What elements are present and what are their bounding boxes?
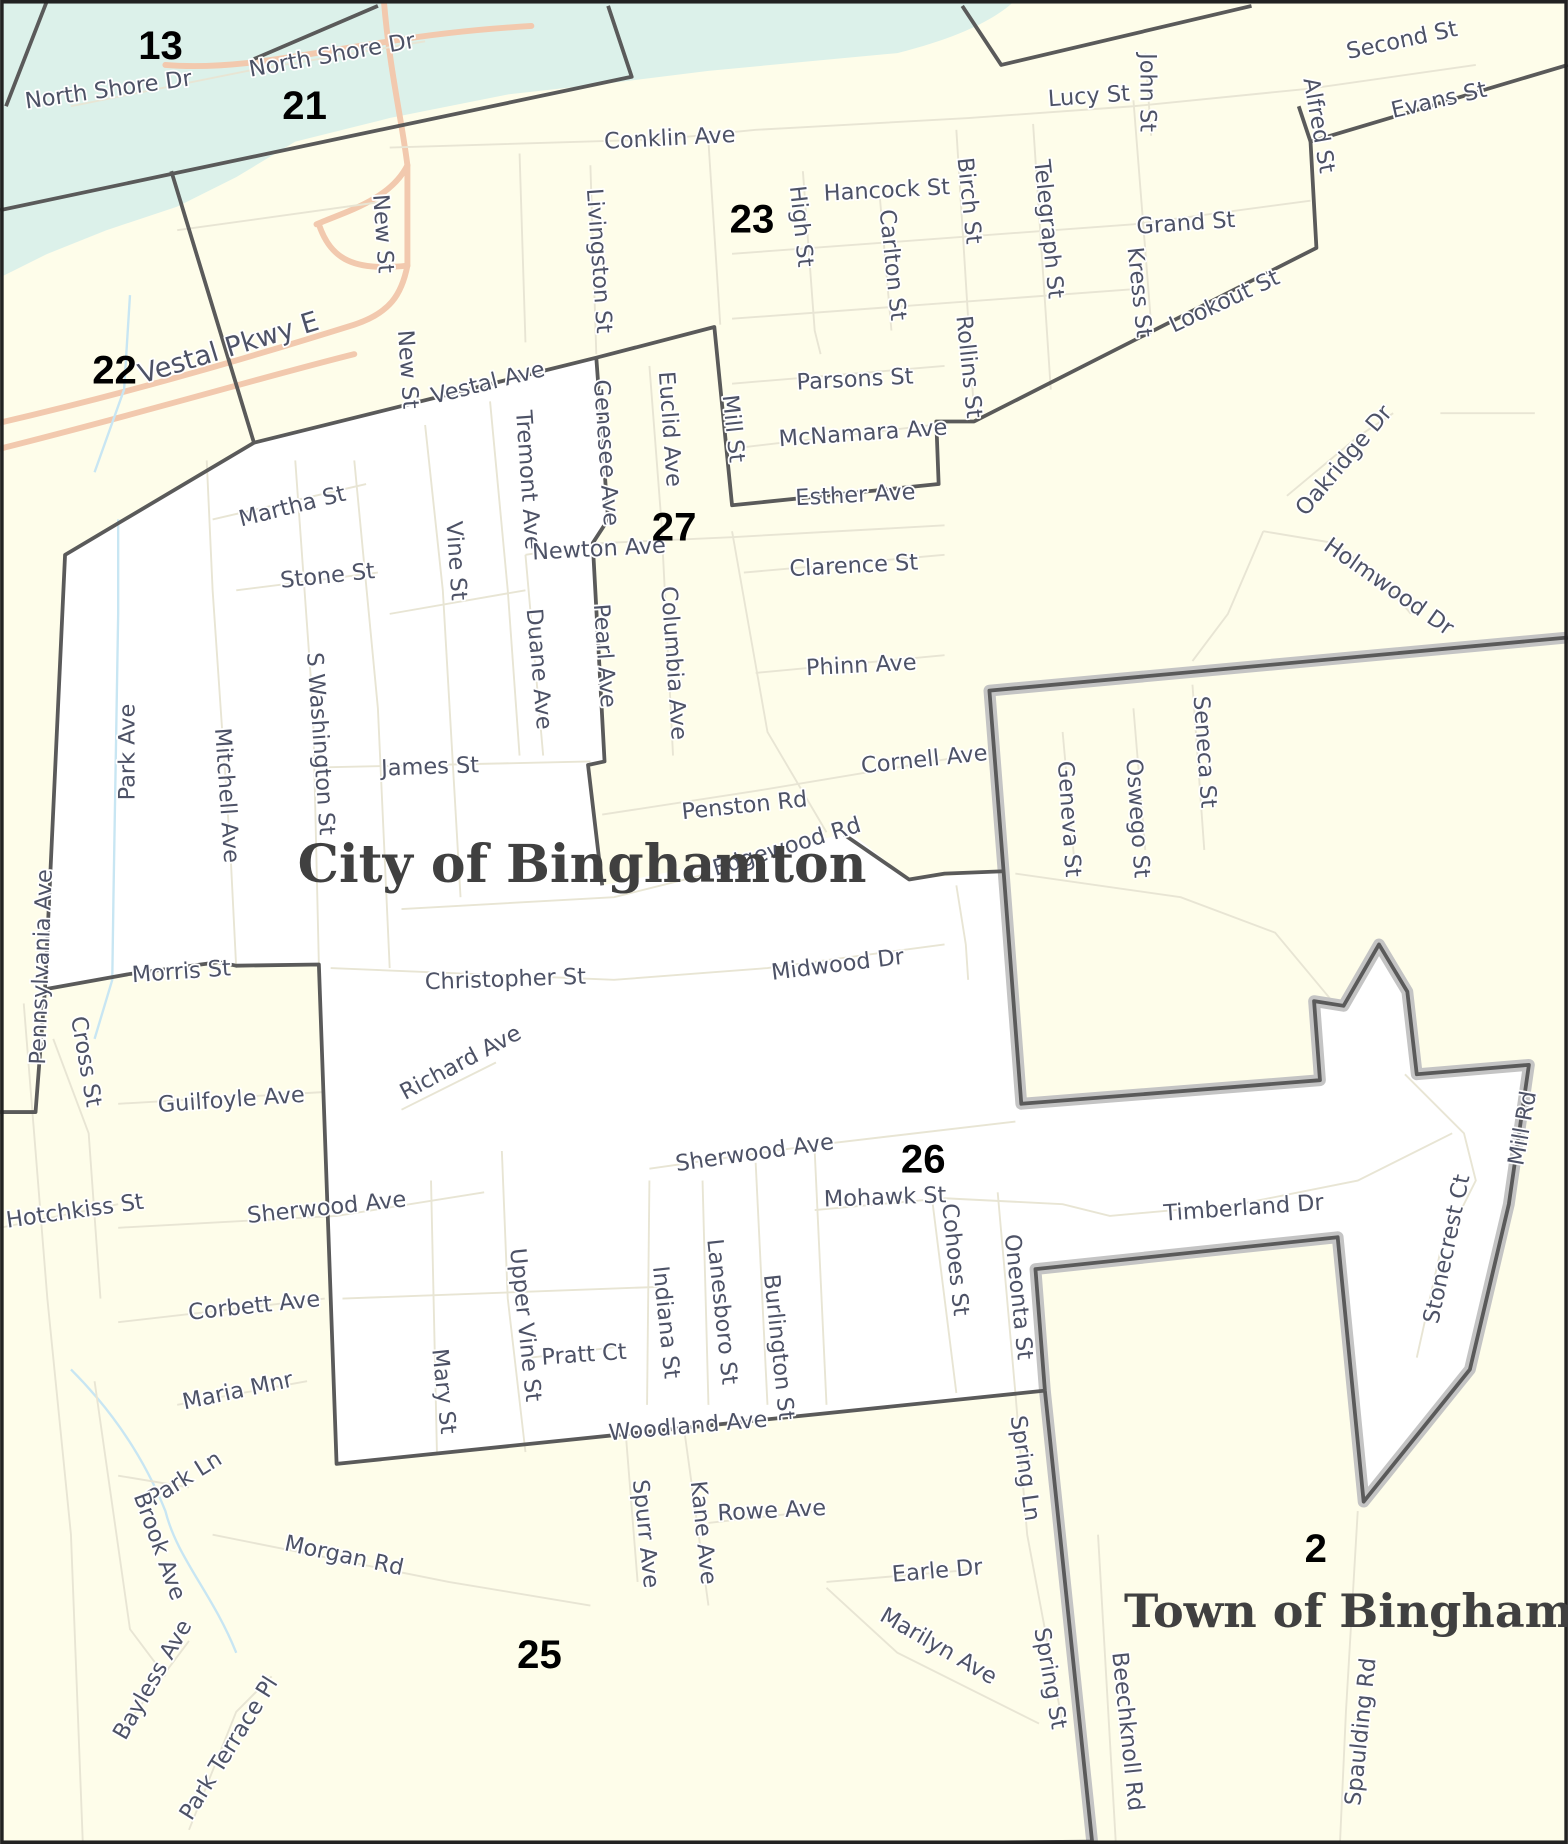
street-label: Parsons St [796,363,914,395]
district-number-label: 25 [517,1632,562,1677]
district-number-label: 27 [652,505,697,550]
district-number-label: 13 [138,23,183,68]
stream-park-ave [93,519,120,1040]
place-labels: City of Binghamton Town of Binghamton [298,834,1568,1638]
district-number-label: 26 [901,1136,946,1181]
street-label: Mohawk St [823,1182,947,1212]
street-label: Park Ave [115,704,141,801]
stream-west [93,295,132,473]
street-label: Clarence St [789,549,919,582]
city-of-binghamton-label: City of Binghamton [298,834,867,895]
highway-north-shore [162,23,535,70]
stream-south [70,1368,238,1654]
street-label: Rowe Ave [717,1495,827,1527]
street-label: New St [392,329,423,410]
street-label: Pearl Ave [588,603,621,708]
street-label: New St [367,193,398,274]
local-roads [0,40,1535,1842]
town-of-binghamton-label: Town of Binghamton [1124,1584,1568,1638]
district-labels: 13 21 22 23 27 26 25 2 [92,23,1327,1677]
street-label: Vine St [440,520,471,601]
district-number-label: 22 [92,348,137,393]
street-label: James St [379,752,480,781]
district-number-label: 21 [282,83,327,128]
highway-vestal-pkwy [0,0,411,426]
city-of-binghamton-area [44,357,1529,1502]
district-number-label: 2 [1305,1526,1327,1571]
district-number-label: 23 [730,197,775,242]
street-label: Lucy St [1047,81,1131,113]
street-label: John St [1135,51,1161,132]
